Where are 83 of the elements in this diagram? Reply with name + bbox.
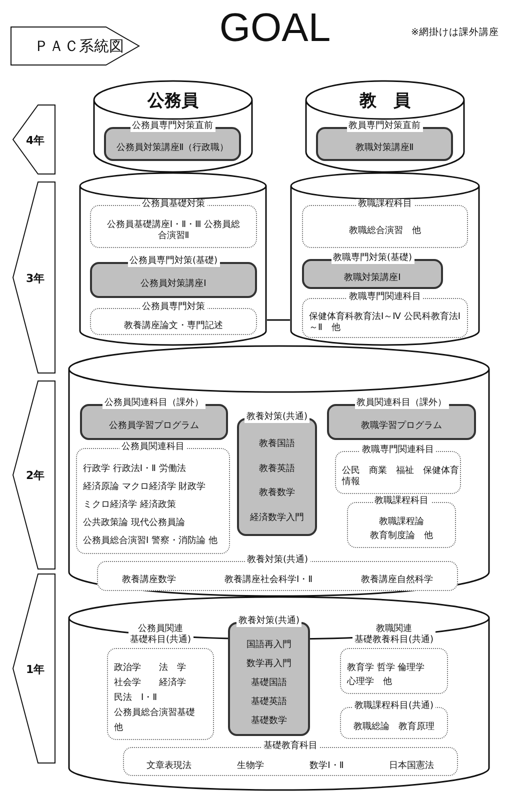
course-name: 教職対策講座Ⅰ	[344, 273, 401, 284]
course-name: 文章表現法	[146, 760, 192, 772]
course-name: 他	[114, 723, 123, 734]
course-name: 教職総合演習 他	[349, 226, 421, 236]
course-name: 教育学 哲学 倫理学	[347, 662, 425, 674]
course-name: 教養講座自然科学	[360, 575, 433, 586]
year-label: 3年	[26, 270, 45, 286]
course-name: 日本国憲法	[389, 760, 434, 772]
box-heading: 公務員関連科目（課外）	[102, 398, 206, 409]
cylinder-label: 公務員	[146, 90, 200, 112]
course-name: 公務員対策講座Ⅰ	[140, 279, 206, 290]
course-name: 教職課程論	[379, 516, 424, 528]
cylinder	[68, 596, 490, 790]
course-name: 国語再入門	[246, 640, 292, 651]
course-name: 公務員総合演習Ⅰ 警察・消防論 他	[83, 536, 218, 547]
year-marker	[12, 104, 56, 175]
box-heading: 教職関連基礎教養科目(共通)	[352, 624, 436, 646]
course-name: ミクロ経済学 経済政策	[83, 500, 176, 511]
year-label: 1年	[26, 662, 45, 676]
course-name: 民法 Ⅰ・Ⅱ	[114, 693, 158, 704]
box-heading: 教職課程科目	[356, 199, 414, 210]
course-name: 心理学 他	[347, 677, 392, 688]
diagram-title: GOAL	[218, 5, 332, 52]
box-heading: 基礎教育科目	[262, 741, 320, 752]
course-name: 公務員対策講座Ⅱ（行政職）	[116, 143, 229, 154]
box-heading: 教養対策(共通)	[244, 555, 310, 566]
course-name: 公民 商業 福祉 保健体育情報	[342, 466, 460, 488]
box-heading: 公務員関連基礎科目(共通)	[128, 624, 194, 646]
year-marker	[12, 573, 56, 764]
course-name: 公共政策論 現代公務員論	[83, 518, 185, 529]
note-text: ※網掛けは課外講座	[411, 26, 499, 39]
course-name: 教職学習プログラム	[361, 421, 442, 432]
cylinder	[79, 172, 267, 345]
course-name: 数学Ⅰ・Ⅱ	[310, 760, 344, 772]
year-marker	[12, 181, 56, 374]
course-name: 教職対策講座Ⅱ	[355, 143, 414, 154]
course-name: 経済原論 マクロ経済学 財政学	[83, 482, 206, 494]
course-name: 政治学 法 学	[114, 663, 186, 674]
course-name: 社会学 経済学	[114, 678, 186, 689]
cylinder	[305, 80, 465, 172]
box-heading: 公務員関連科目	[120, 442, 186, 453]
box-heading: 公務員基礎対策	[140, 199, 207, 210]
box-heading: 公務員専門対策(基礎)	[127, 256, 220, 267]
box-heading: 教職専門関連科目	[347, 292, 423, 303]
course-name: 教養英語	[259, 464, 295, 475]
course-name: 教職総論 教育原理	[354, 722, 434, 733]
course-name: 経済数学入門	[250, 513, 304, 524]
title-tag	[10, 26, 140, 66]
course-name: 公務員基礎講座Ⅰ・Ⅱ・Ⅲ 公務員総合演習Ⅱ	[106, 220, 242, 242]
box-heading: 教員専門対策直前	[346, 121, 422, 132]
year-label: 2年	[26, 468, 45, 483]
course-name: 教養国語	[259, 438, 295, 450]
course-name: 行政学 行政法Ⅰ・Ⅱ 労働法	[83, 464, 186, 476]
course-name: 基礎国語	[251, 678, 287, 689]
course-name: 教育制度論 他	[370, 531, 433, 542]
course-name: 基礎英語	[251, 697, 287, 708]
box-heading: 教養対策(共通)	[244, 412, 310, 423]
cylinder	[68, 345, 490, 596]
course-name: 教養講座論文・専門記述	[124, 321, 223, 332]
box-heading: 公務員専門対策直前	[130, 121, 215, 132]
cylinder-label: 教 員	[358, 90, 412, 112]
course-name: 教養講座社会科学Ⅰ・Ⅱ	[224, 575, 313, 586]
connector-line	[267, 319, 290, 321]
course-name: 保健体育科教育法Ⅰ～Ⅳ 公民科教育法Ⅰ～Ⅱ 他	[309, 312, 462, 334]
course-name: 生物学	[237, 760, 264, 772]
box-heading: 教職専門対策(基礎)	[330, 253, 414, 264]
diagram-name: ＰＡＣ系統図	[34, 37, 124, 56]
box-heading: 教職課程科目	[372, 496, 430, 507]
box-heading: 公務員専門対策	[140, 302, 207, 313]
course-name: 教養講座数学	[122, 575, 176, 586]
course-name: 公務員総合演習基礎	[114, 708, 195, 719]
box-heading: 教職専門関連科目	[360, 445, 436, 456]
box-heading: 教養対策(共通)	[236, 616, 302, 627]
cylinder	[93, 80, 253, 172]
course-name: 数学再入門	[246, 659, 292, 670]
box-heading: 教職課程科目(共通)	[352, 701, 436, 712]
course-name: 基礎数学	[251, 716, 287, 727]
year-label: 4年	[26, 132, 45, 148]
course-name: 公務員学習プログラム	[109, 421, 199, 432]
year-marker	[12, 380, 56, 570]
cylinder	[290, 172, 480, 345]
course-name: 教養数学	[259, 488, 295, 500]
box-heading: 教員関連科目（課外）	[354, 398, 448, 409]
